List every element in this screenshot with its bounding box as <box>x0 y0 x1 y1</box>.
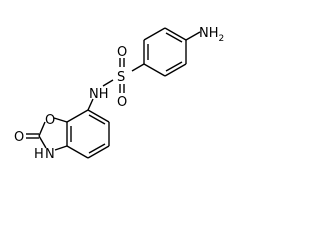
bond-ring1-c <box>164 63 187 77</box>
amine-label: NH2 <box>199 26 224 44</box>
bond-ring1-sulfur <box>131 63 145 72</box>
bond-ring1-a <box>164 27 187 41</box>
bond-ring2-f <box>66 109 89 123</box>
sulfonyl-oxygen-bottom-label: O <box>117 95 127 110</box>
bond-n-c <box>54 145 68 151</box>
ring-oxygen-label: O <box>45 113 55 128</box>
bond-nh-ring2 <box>87 98 94 111</box>
bond-ring1-d <box>143 63 166 77</box>
bond-ring2-inner-2 <box>88 143 106 154</box>
bonds <box>26 27 201 159</box>
bond-s-nh <box>102 79 114 87</box>
sulfonyl-oxygen-top-label: O <box>117 45 127 60</box>
ring-nitrogen-h-label: H <box>34 147 44 162</box>
bond-ring2-d <box>66 145 89 159</box>
bond-oring-c2 <box>38 121 46 137</box>
bond-amine <box>185 31 201 41</box>
bond-ring1-f <box>143 27 166 41</box>
sulfonamide-nitrogen-label: NH <box>89 87 109 102</box>
bond-ring2-c <box>87 145 110 159</box>
bond-ring1-inner-1 <box>165 32 183 43</box>
ring-nitrogen-label: N <box>45 147 55 162</box>
bond-c-oring <box>53 117 68 123</box>
bond-c2-n <box>38 135 47 149</box>
bond-ring2-a <box>87 109 110 123</box>
sulfur-label: S <box>117 70 125 85</box>
structure-diagram: NH2 O S O NH O O H N <box>14 26 224 162</box>
carbonyl-oxygen-label: O <box>14 130 24 145</box>
bond-ring2-inner-1 <box>88 114 106 125</box>
bond-ring1-inner-2 <box>165 61 183 72</box>
atom-labels: NH2 O S O NH O O H N <box>14 26 224 162</box>
